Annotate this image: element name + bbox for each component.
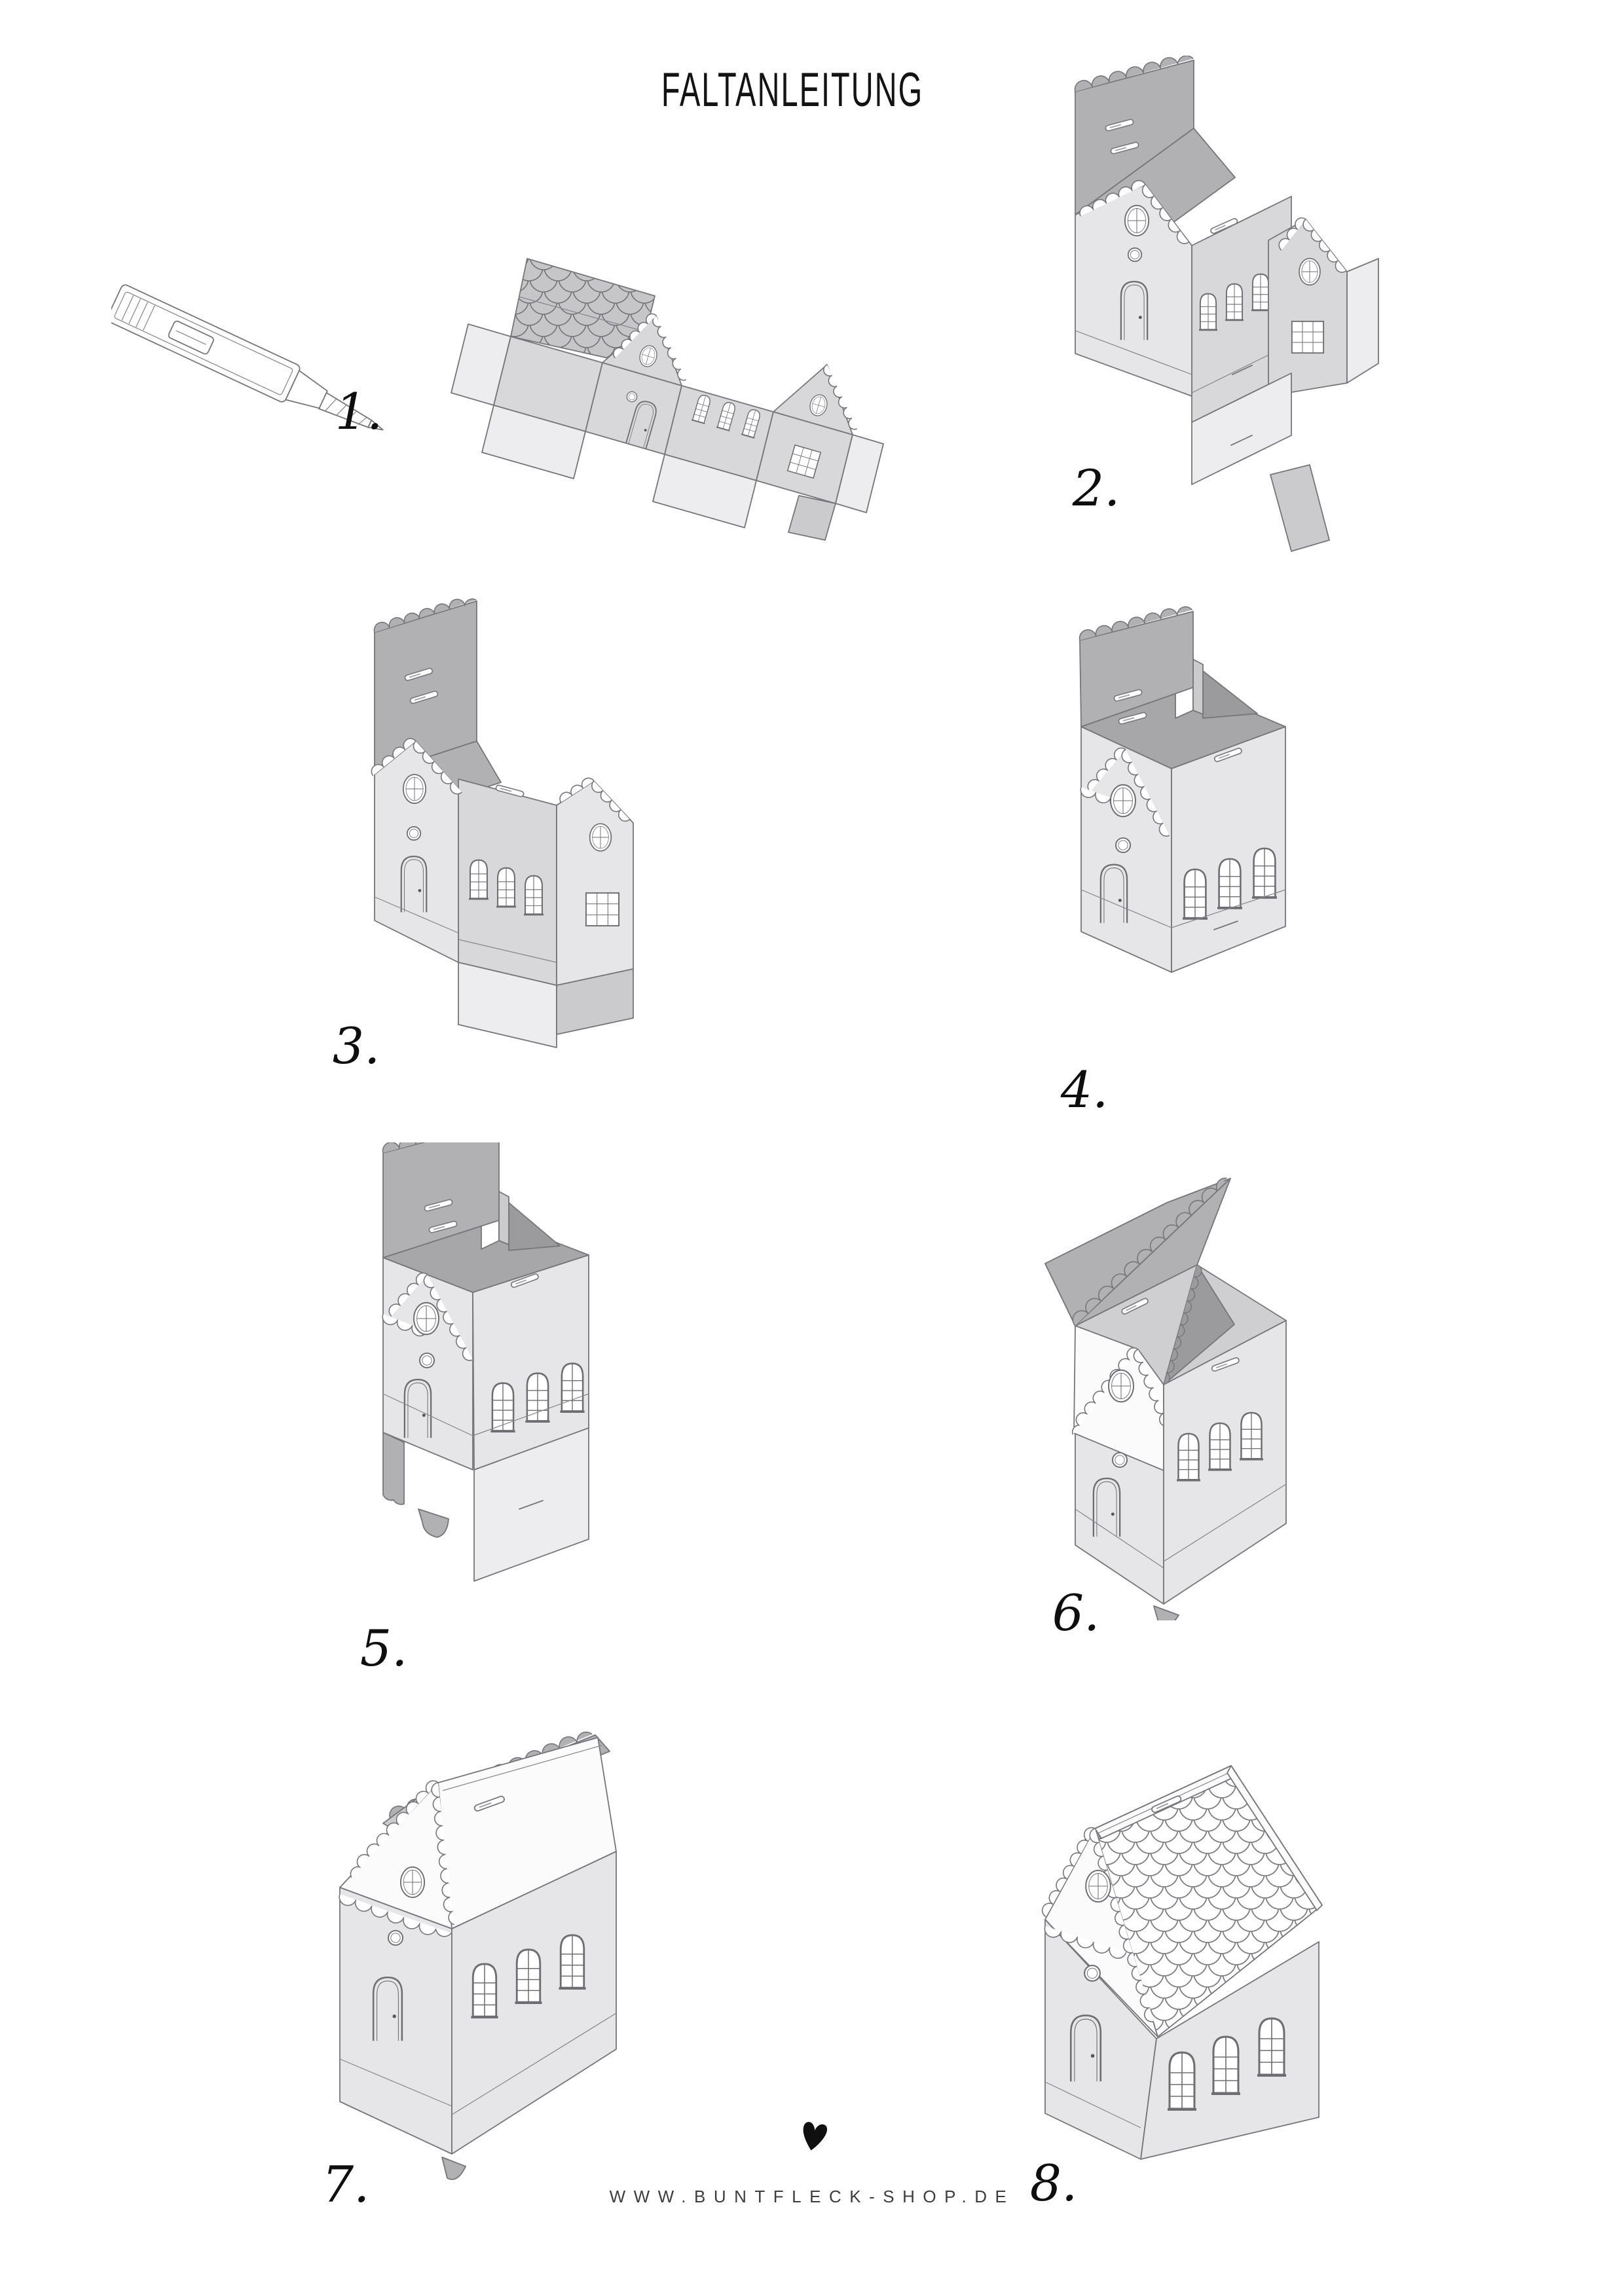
arched-window [559, 1933, 586, 1990]
arched-window [560, 1362, 585, 1413]
step-5-illustration [382, 1142, 589, 1582]
step-3-number: 3. [332, 1017, 380, 1076]
arched-window [1199, 293, 1217, 331]
step-4-number: 4. [1060, 1061, 1109, 1120]
step-3-illustration [371, 598, 634, 1048]
porthole-window [387, 1929, 404, 1946]
arched-window [524, 875, 544, 916]
arched-window [469, 859, 489, 900]
arched-window [1208, 1422, 1232, 1471]
square-window [1291, 320, 1325, 354]
arched-window [490, 1381, 515, 1432]
porthole-window [1111, 1451, 1128, 1468]
arched-window [1257, 2017, 1286, 2077]
arched-window [1177, 1432, 1200, 1482]
arched-window [1252, 847, 1277, 899]
heart-icon [803, 2122, 828, 2151]
step-7-number: 7. [322, 2155, 370, 2214]
arched-window [1240, 1412, 1263, 1461]
arched-window [1217, 858, 1242, 909]
oval-window [1085, 1869, 1111, 1903]
arched-window [1168, 2051, 1196, 2111]
page-title: FALTANLEITUNG [661, 62, 924, 117]
utility-knife-icon [111, 284, 384, 431]
step-4-illustration [1079, 606, 1286, 973]
flat-template [451, 258, 884, 541]
arched-window [496, 867, 516, 908]
footer-website: WWW.BUNTFLECK-SHOP.DE [609, 2187, 1015, 2206]
arched-window [1183, 868, 1208, 920]
oval-window [402, 774, 427, 804]
step-6-illustration [1044, 1177, 1287, 1620]
porthole-window [406, 826, 422, 841]
oval-window [1107, 1369, 1135, 1403]
arched-window [1225, 283, 1244, 321]
step-2-illustration [1074, 56, 1379, 552]
arched-window [471, 1962, 498, 2018]
step-6-number: 6. [1052, 1584, 1100, 1643]
porthole-window [1115, 837, 1132, 854]
arched-window [515, 1948, 542, 2004]
step-1-illustration [111, 258, 884, 541]
arched-window [1251, 273, 1270, 312]
porthole-window [418, 1352, 435, 1369]
step-8-illustration [1041, 1765, 1323, 2160]
porthole-window [1127, 247, 1143, 263]
arched-window [1211, 2035, 1240, 2095]
step-1-number: 1. [335, 382, 383, 441]
oval-window [399, 1866, 426, 1899]
oval-window [1124, 204, 1150, 237]
oval-window [1299, 257, 1321, 286]
arched-window [525, 1372, 550, 1423]
step-7-illustration [339, 1732, 617, 2180]
square-window [585, 892, 620, 927]
oval-window [589, 823, 612, 852]
step-8-number: 8. [1029, 2154, 1078, 2213]
step-5-number: 5. [360, 1619, 408, 1678]
oval-window [413, 1302, 440, 1336]
oval-window [1109, 784, 1137, 818]
porthole-window [1084, 1965, 1101, 1982]
step-2-number: 2. [1072, 459, 1120, 518]
